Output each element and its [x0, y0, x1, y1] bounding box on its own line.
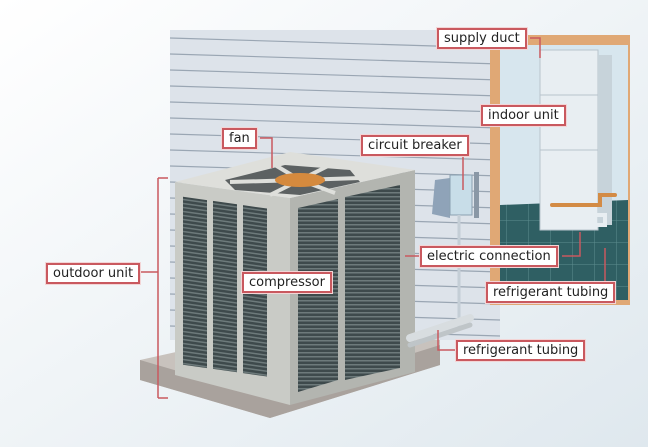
- label-refrigerant-tubing-outdoor: refrigerant tubing: [456, 340, 586, 361]
- label-circuit-breaker: circuit breaker: [361, 135, 469, 156]
- indoor-tubing: [550, 193, 617, 227]
- label-outdoor-unit: outdoor unit: [46, 263, 141, 284]
- circuit-breaker-box: [432, 172, 479, 330]
- label-electric-connection: electric connection: [420, 246, 558, 267]
- fan-hub: [275, 173, 325, 187]
- leader-lines: [137, 37, 606, 399]
- fan-grille: [225, 163, 361, 197]
- indoor-unit-cabinet: [539, 49, 612, 231]
- label-indoor-unit: indoor unit: [481, 105, 566, 126]
- label-compressor: compressor: [242, 272, 332, 293]
- outdoor-unit-body: [175, 152, 415, 405]
- outdoor-tubing: [406, 314, 474, 348]
- label-fan: fan: [222, 128, 257, 149]
- label-refrigerant-tubing-indoor: refrigerant tubing: [486, 282, 616, 303]
- label-supply-duct: supply duct: [437, 28, 527, 49]
